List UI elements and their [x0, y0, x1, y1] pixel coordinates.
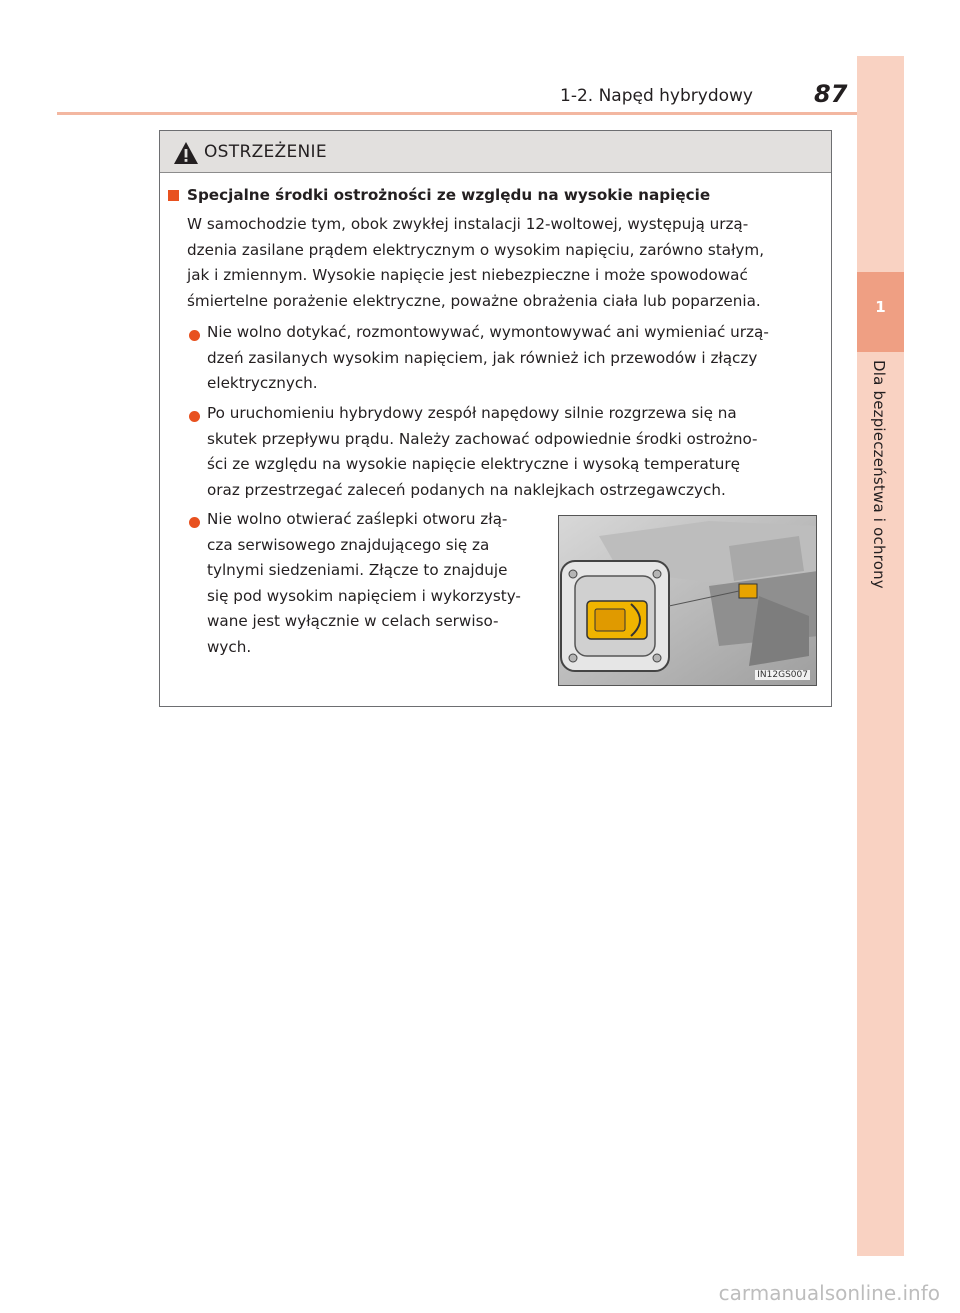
chapter-tab	[857, 272, 904, 352]
text-line: skutek przepływu prądu. Należy zachować …	[207, 429, 758, 448]
bullet-dot-icon	[189, 411, 200, 422]
text-line: dzenia zasilane prądem elektrycznym o wy…	[187, 240, 765, 259]
text-line: cza serwisowego znajdującego się za	[207, 535, 490, 554]
text-line: oraz przestrzegać zaleceń podanych na na…	[207, 480, 726, 499]
text-line: dzeń zasilanych wysokim napięciem, jak r…	[207, 348, 758, 367]
warning-title: OSTRZEŻENIE	[204, 142, 327, 162]
service-plug-illustration	[559, 516, 816, 685]
watermark: carmanualsonline.info	[718, 1281, 940, 1305]
page-number: 87	[814, 80, 848, 108]
header-section-title: 1-2. Napęd hybrydowy	[560, 86, 753, 106]
warning-subheading: Specjalne środki ostrożności ze względu …	[187, 186, 711, 204]
text-line: ści ze względu na wysokie napięcie elekt…	[207, 455, 740, 473]
intro-paragraph: W samochodzie tym, obok zwykłej instalac…	[187, 212, 817, 314]
header-divider	[57, 112, 857, 115]
chapter-number: 1	[875, 298, 886, 316]
text-line: tylnymi siedzeniami. Złącze to znajduje	[207, 561, 508, 579]
text-line: wane jest wyłącznie w celach serwiso-	[207, 612, 499, 630]
text-line: wych.	[207, 637, 252, 656]
service-plug-photo: IN12GS007	[558, 515, 817, 686]
warning-triangle-icon	[174, 142, 198, 164]
text-line: W samochodzie tym, obok zwykłej instalac…	[187, 215, 749, 233]
bullet-paragraph-2: Po uruchomieniu hybrydowy zespół napędow…	[207, 401, 817, 503]
bullet-paragraph-3: Nie wolno otwierać zaślepki otworu złą- …	[207, 507, 544, 660]
text-line: się pod wysokim napięciem i wykorzysty-	[207, 586, 521, 605]
text-line: elektrycznych.	[207, 374, 318, 392]
chapter-title: Dla bezpieczeństwa i ochrony	[870, 360, 888, 589]
square-bullet-icon	[168, 190, 179, 201]
bullet-dot-icon	[189, 330, 200, 341]
chapter-side-strip	[857, 56, 904, 1256]
warning-header: OSTRZEŻENIE	[160, 131, 831, 173]
text-line: Nie wolno dotykać, rozmontowywać, wymont…	[207, 323, 769, 341]
text-line: Po uruchomieniu hybrydowy zespół napędow…	[207, 404, 737, 422]
bullet-dot-icon	[189, 517, 200, 528]
text-line: jak i zmiennym. Wysokie napięcie jest ni…	[187, 266, 748, 284]
bullet-paragraph-1: Nie wolno dotykać, rozmontowywać, wymont…	[207, 320, 817, 397]
image-code: IN12GS007	[755, 670, 810, 680]
text-line: śmiertelne porażenie elektryczne, poważn…	[187, 291, 761, 310]
text-line: Nie wolno otwierać zaślepki otworu złą-	[207, 510, 508, 528]
